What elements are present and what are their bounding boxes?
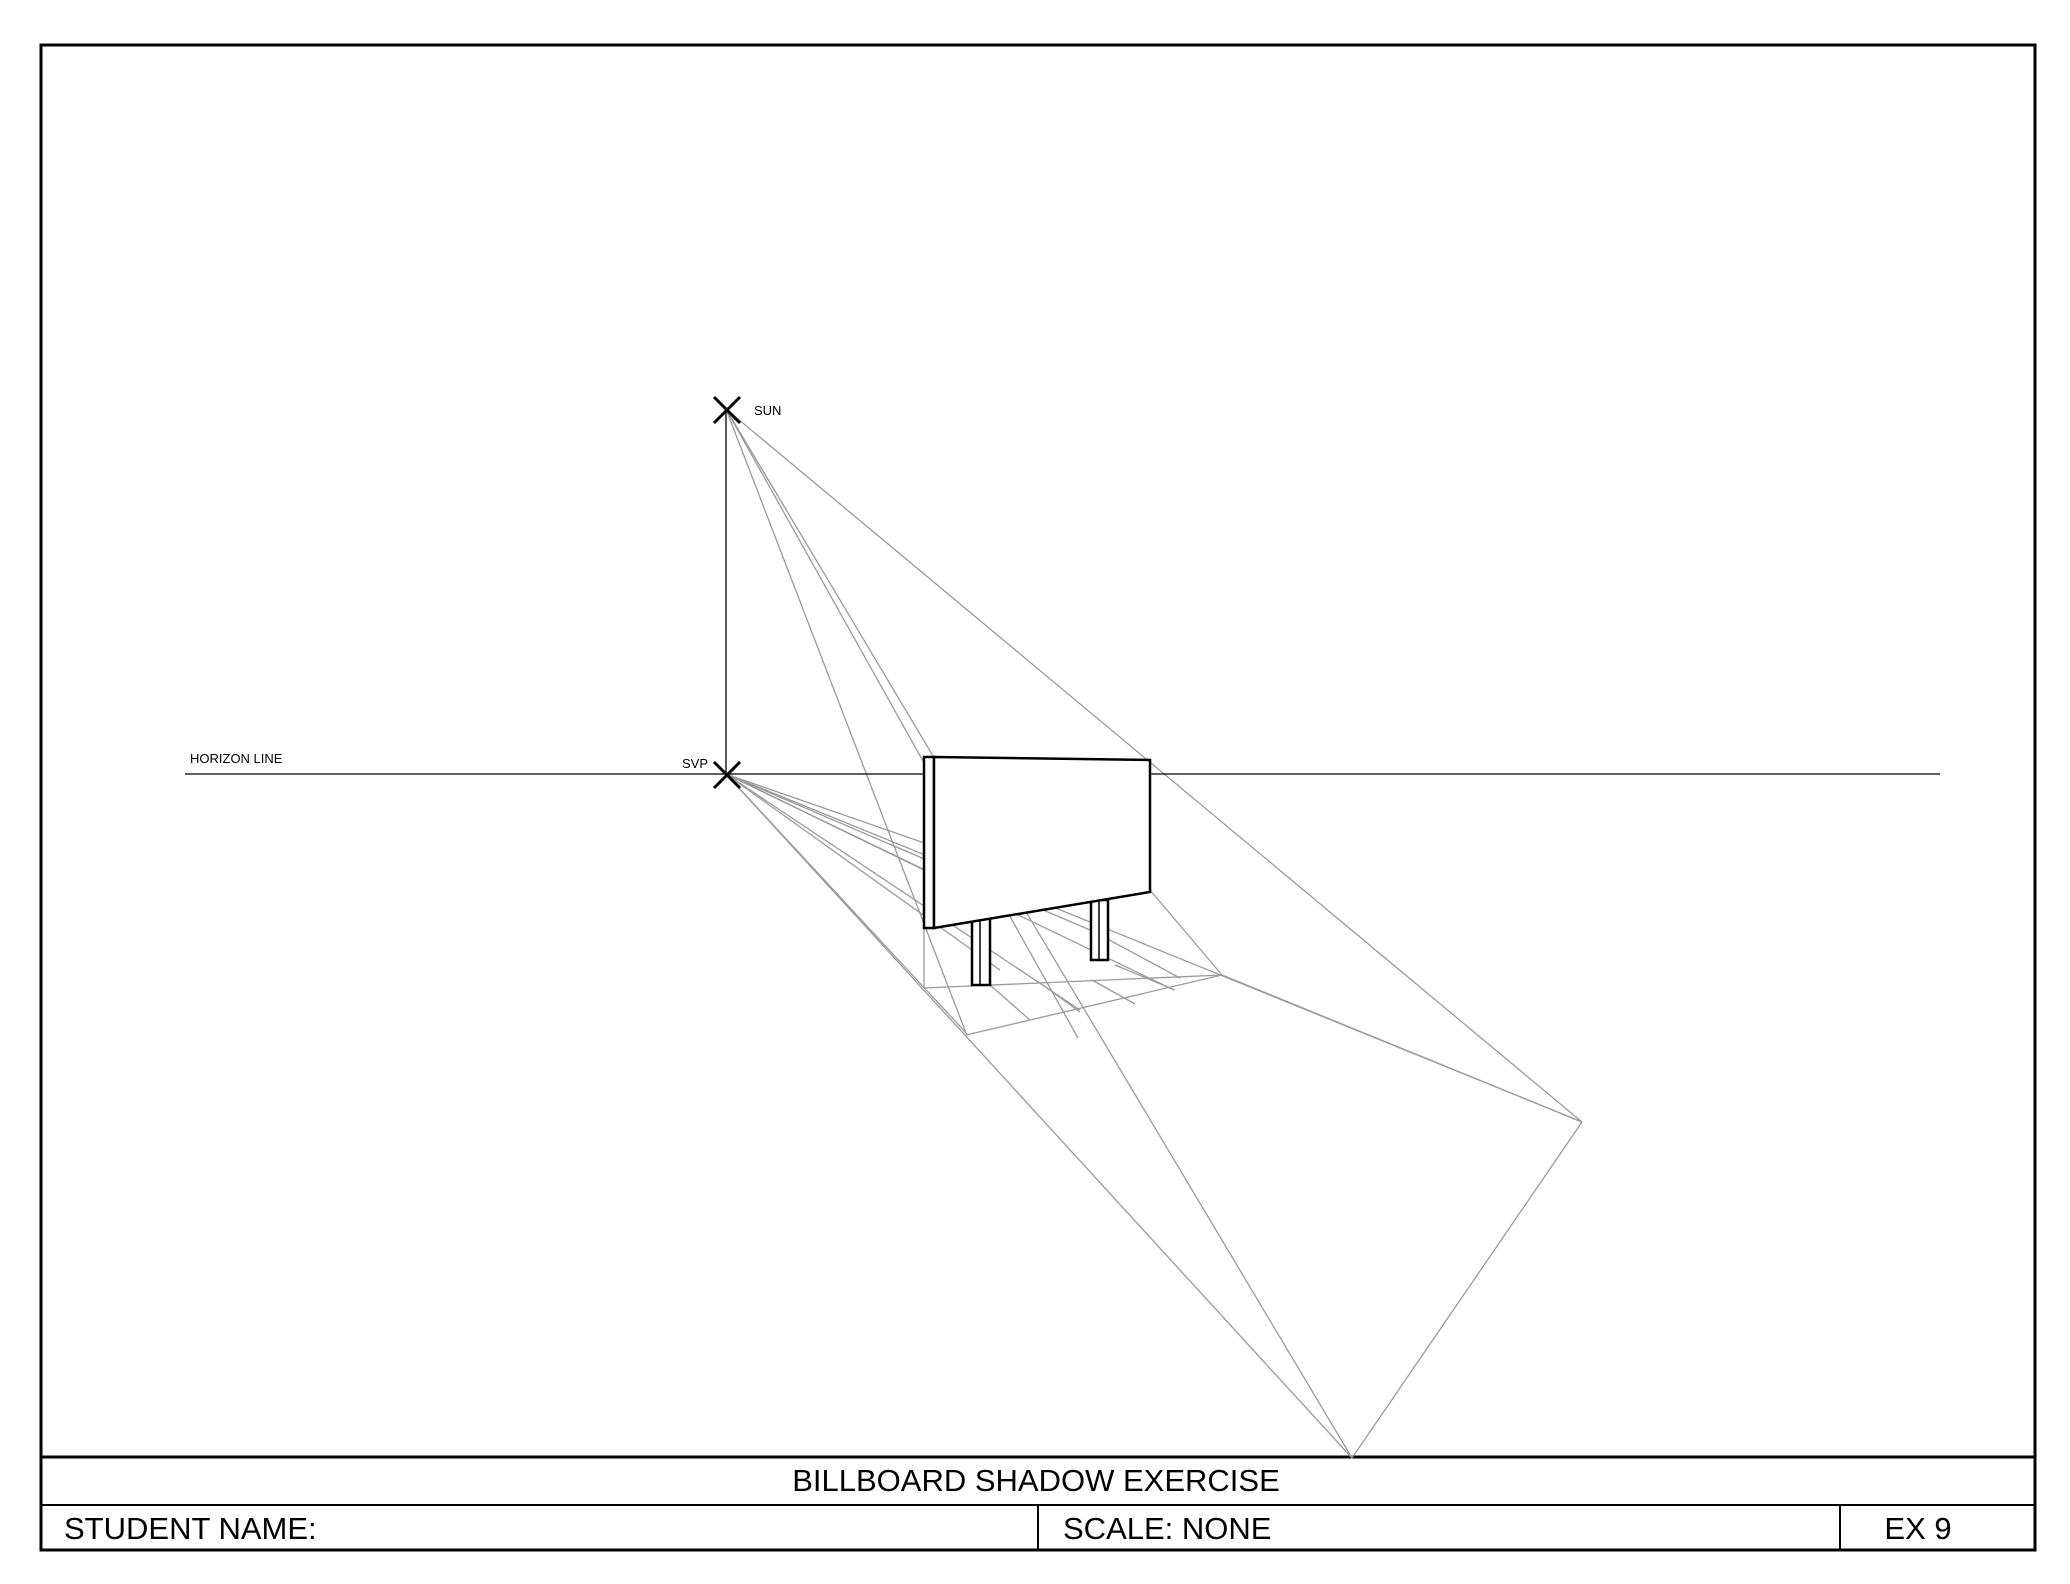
horizon-label: HORIZON LINE [190,751,283,766]
sun-label: SUN [754,403,781,418]
billboard-face [932,755,1152,930]
title-block: BILLBOARD SHADOW EXERCISE STUDENT NAME: … [41,1455,2035,1550]
svp-label: SVP [682,756,708,771]
shadow-hatch-2 [1039,982,1081,1013]
drawing-title: BILLBOARD SHADOW EXERCISE [792,1463,1280,1498]
svp-ray-8 [725,773,931,846]
shadow-edge-far [1351,1121,1583,1459]
sun-ray-4 [725,408,967,1034]
billboard-edge [922,755,936,930]
sun-marker [712,395,742,425]
billboard-leg-left [970,915,992,987]
exercise-number: EX 9 [1884,1511,1951,1546]
ground-box-right [1149,889,1223,976]
svp-marker [712,760,742,790]
billboard [922,755,1152,987]
sun-ray-1 [725,408,1583,1123]
shadow-hatch-3 [1091,979,1136,1005]
svp-ray-2 [725,773,1353,1459]
shadow-near-edge [965,974,1223,1036]
student-name-label: STUDENT NAME: [64,1511,317,1546]
scale-label: SCALE: NONE [1063,1511,1271,1546]
svp-ray-5 [725,773,1001,971]
shadow-diagonal [1221,974,1583,1123]
svp-ray-3 [725,773,969,1036]
svp-ray-6 [725,773,1081,1011]
sun-ray-2 [725,408,1353,1459]
shadow-hatch-4 [1114,964,1176,991]
construction-lines [725,408,1583,1459]
sun-ray-3 [725,408,1079,1039]
shadow-hatch-5 [1099,934,1181,979]
shadow-hatch-1 [989,984,1031,1021]
